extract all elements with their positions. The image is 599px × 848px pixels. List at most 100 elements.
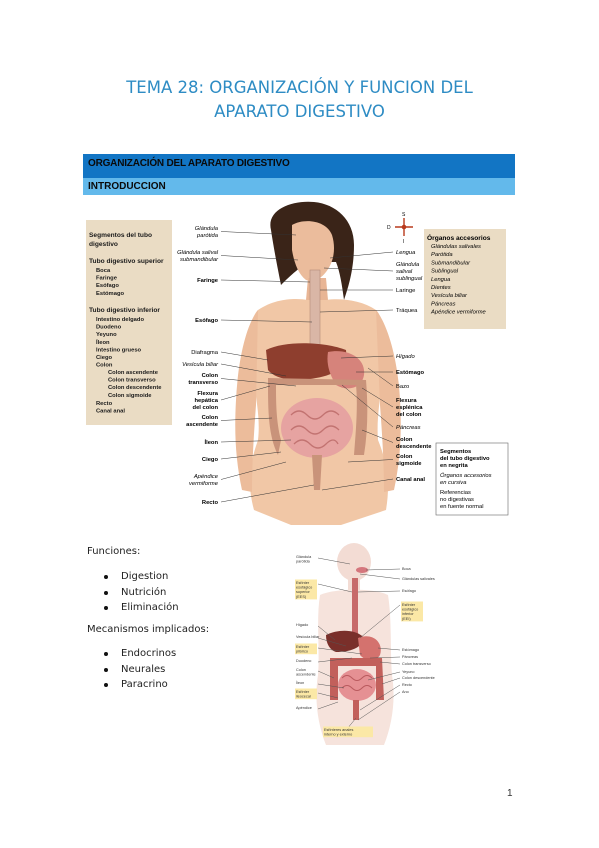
callout-label-colon_d2: descendente	[396, 444, 432, 450]
callout-label-colon_t1: Colon	[202, 373, 219, 379]
callout-label-flexura_h2: hepática	[194, 398, 218, 404]
callout-line	[220, 451, 282, 460]
callout-label-flexura_h3: del colon	[193, 405, 219, 411]
list-item: Paracrino	[101, 677, 176, 693]
segment-item: Esófago	[96, 283, 119, 289]
segment-item: Yeyuno	[96, 332, 117, 338]
callout-label-parotida2: parótida	[196, 233, 219, 239]
callout-line	[220, 363, 287, 377]
segment-item: Íleon	[96, 338, 110, 346]
accessory-item: Glándulas salivales	[431, 244, 481, 250]
callout-label-laringe: Laringe	[396, 288, 415, 294]
accessory-item: Lengua	[431, 277, 451, 283]
callout-line	[317, 583, 353, 593]
segment-item: Colon	[96, 363, 113, 369]
legend-line7: no digestivas	[440, 497, 474, 503]
fig2-label-yeyuno: Yeyuno	[402, 670, 415, 674]
callout-label-sublingual2: salival	[396, 269, 413, 275]
callout-line	[361, 429, 394, 443]
callout-label-ileon: Íleon	[204, 438, 218, 446]
funciones-list: Digestion Nutrición Eliminación	[101, 569, 179, 616]
callout-line	[220, 461, 287, 480]
mecanismos-label: Mecanismos implicados:	[87, 624, 210, 635]
callout-label-flexura_e3: del colon	[396, 412, 422, 418]
callout-label-apendice1: Apéndice	[193, 474, 219, 480]
callout-line	[329, 251, 394, 259]
sphincter-highlight	[295, 688, 317, 700]
callout-label-canal: Canal anal	[396, 477, 425, 483]
body-outline-illustration	[316, 543, 394, 745]
upper-tract-title: Tubo digestivo superior	[89, 258, 164, 265]
callout-line	[317, 701, 339, 710]
segment-item: Canal anal	[96, 409, 125, 415]
segment-item: Faringe	[96, 276, 118, 282]
callout-label-colon_t2: transverso	[188, 380, 218, 386]
accessory-item: Parótida	[431, 252, 453, 258]
accessory-item: Sublingual	[431, 269, 459, 275]
callout-label-recto: Recto	[202, 500, 219, 506]
callout-line	[220, 255, 299, 261]
fig2-label-colon_a1: Colon	[296, 668, 306, 672]
fig2-label-ees2: esofágico	[296, 586, 312, 590]
callout-label-estomago: Estómago	[396, 370, 424, 376]
legend-line2: del tubo digestivo	[440, 456, 490, 462]
segment-item: Recto	[96, 401, 113, 407]
callout-line	[220, 319, 313, 323]
callout-label-colon_a2: ascendente	[186, 422, 219, 428]
accessory-organs-box	[424, 229, 506, 329]
fig2-label-anal2: interno y externo	[324, 733, 352, 737]
callout-line	[341, 384, 394, 428]
callout-line	[220, 439, 292, 443]
compass-i: I	[403, 239, 404, 245]
callout-line	[367, 367, 394, 387]
list-item: Eliminación	[101, 600, 179, 616]
page-title-line1: TEMA 28: ORGANIZACIÓN Y FUNCION DEL	[126, 78, 473, 97]
subsection-header: INTRODUCCION	[83, 178, 515, 195]
fig2-label-estomago: Estómago	[402, 648, 419, 652]
callout-label-esofago: Esófago	[195, 318, 218, 324]
callout-label-lengua: Lengua	[396, 250, 416, 256]
funciones-label: Funciones:	[87, 546, 141, 557]
colon-item: Colon descendente	[108, 385, 162, 391]
fig2-label-ileon: Íleon	[296, 681, 304, 685]
callout-line	[317, 637, 347, 647]
callout-label-traquea: Tráquea	[396, 308, 418, 314]
fig2-label-apendice: Apéndice	[296, 706, 312, 710]
callout-line	[367, 671, 401, 681]
callout-label-submand1: Glándula salival	[177, 250, 219, 256]
fig2-label-esofago: Esófago	[402, 589, 416, 593]
fig2-label-glandulas: Glándulas salivales	[402, 577, 435, 581]
fig2-label-parotida1: Glándula	[296, 555, 312, 559]
callout-line	[381, 677, 401, 685]
fig2-label-piloro1: Esfínter	[296, 645, 310, 649]
callout-label-submand2: submandibular	[180, 257, 219, 263]
page-title-line2: APARATO DIGESTIVO	[214, 102, 385, 121]
callout-line	[357, 590, 401, 593]
sphincter-highlight	[295, 643, 317, 655]
callout-line	[220, 378, 297, 387]
legend-line4: Órganos accesorios	[440, 472, 492, 479]
callout-label-flexura_e2: esplénica	[396, 405, 423, 411]
callout-label-colon_d1: Colon	[396, 437, 413, 443]
list-item: Endocrinos	[101, 646, 176, 662]
accessory-item: Dientes	[431, 285, 451, 291]
fig2-label-ees3: superior	[296, 590, 310, 594]
accessory-item: Vesícula biliar	[431, 293, 468, 299]
colon-item: Colon sigmoide	[108, 393, 152, 399]
callout-line	[357, 691, 401, 721]
callout-line	[220, 351, 269, 361]
fig2-label-colon_d: Colon descendente	[402, 676, 435, 680]
callout-line	[220, 417, 273, 421]
sphincter-highlight	[401, 601, 423, 622]
callout-line	[369, 656, 401, 659]
body-illustration	[235, 201, 401, 525]
callout-line	[317, 625, 336, 641]
fig2-label-parotida2: parótida	[296, 560, 311, 564]
callout-line	[359, 684, 401, 711]
list-item: Digestion	[101, 569, 179, 585]
callout-label-colon_s1: Colon	[396, 454, 413, 460]
legend-line3: en negrita	[440, 463, 468, 469]
fig2-label-piloro2: pilórico	[296, 650, 308, 654]
segment-item: Intestino delgado	[96, 317, 144, 323]
